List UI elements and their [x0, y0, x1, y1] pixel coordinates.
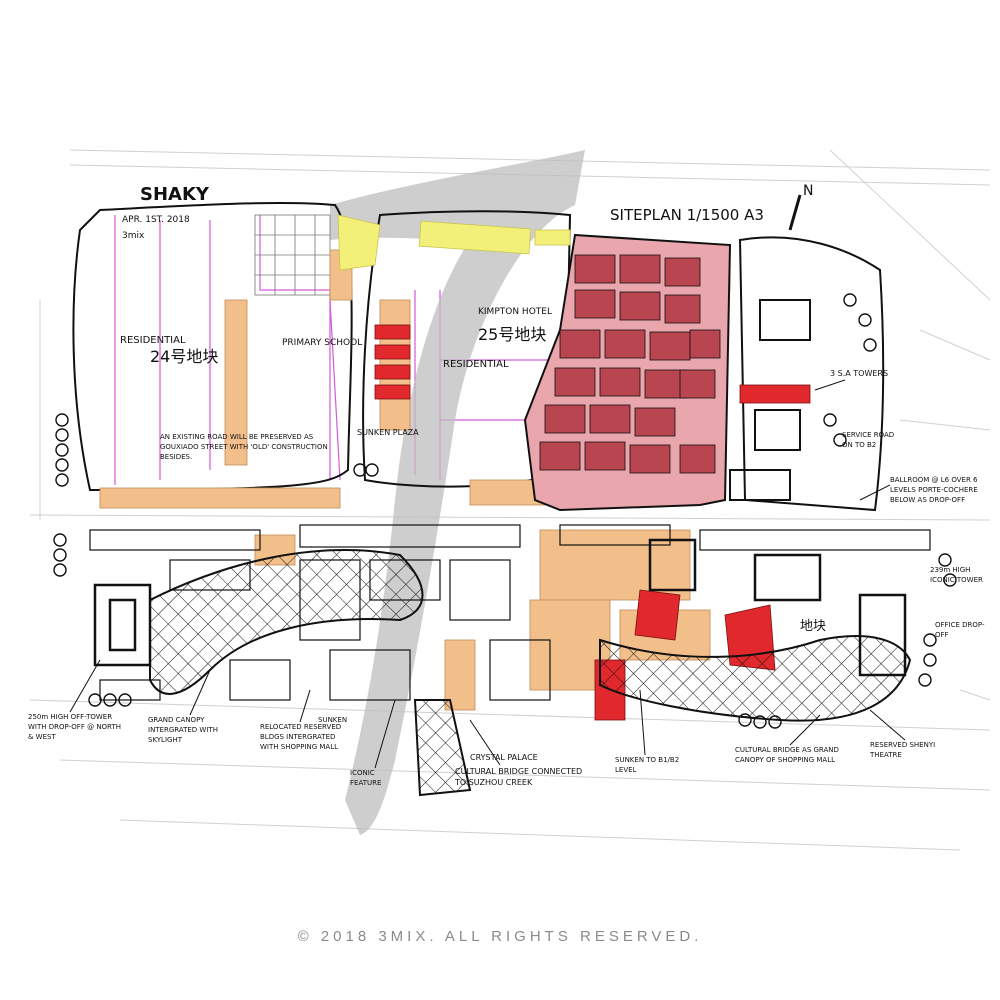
- label-lot24: 24号地块: [150, 347, 218, 366]
- school-grid: [254, 214, 331, 296]
- label-tower-250: 250m HIGH OFF-TOWER WITH DROP-OFF @ NORT…: [28, 713, 121, 741]
- label-sunken: SUNKEN: [318, 716, 347, 724]
- label-tower-239: 239m HIGH ICONIC TOWER: [930, 566, 983, 584]
- label-cultural-bridge-canopy: CULTURAL BRIDGE AS GRAND CANOPY OF SHOPP…: [735, 746, 839, 764]
- north-arrow: N: [788, 183, 813, 231]
- sheet-date: APR. 1ST. 2018: [122, 215, 190, 225]
- label-iconic-feature: ICONIC FEATURE: [350, 769, 382, 787]
- annotations: SHAKY APR. 1ST. 2018 3mix SITEPLAN 1/150…: [28, 184, 985, 787]
- label-lot25: 25号地块: [478, 325, 546, 344]
- label-residential-mid: RESIDENTIAL: [443, 359, 509, 370]
- label-relocated: RELOCATED RESERVED BLDGS INTERGRATED WIT…: [260, 723, 342, 751]
- label-sa-towers: 3 S.A TOWERS: [830, 369, 888, 378]
- label-crystal-palace: CRYSTAL PALACE: [470, 753, 538, 762]
- sheet-tool: 3mix: [122, 231, 145, 241]
- north-label: N: [803, 183, 813, 199]
- label-cultural-bridge-creek: CULTURAL BRIDGE CONNECTED TO SUZHOU CREE…: [455, 767, 583, 787]
- label-sunken-plaza: SUNKEN PLAZA: [357, 428, 419, 437]
- street-trees: [53, 293, 957, 729]
- sa-towers: [729, 299, 811, 501]
- label-grand-canopy: GRAND CANOPY INTERGRATED WITH SKYLIGHT: [148, 716, 218, 744]
- label-lot-block: 地块: [800, 619, 826, 634]
- label-office-dropoff: OFFICE DROP-OFF: [935, 621, 985, 639]
- label-existing-road: AN EXISTING ROAD WILL BE PRESERVED AS GO…: [160, 433, 328, 461]
- label-residential-left: RESIDENTIAL: [120, 335, 186, 346]
- grand-canopy: [149, 549, 912, 797]
- south-towers: [93, 538, 907, 677]
- copyright-footer: © 2018 3MIX. ALL RIGHTS RESERVED.: [297, 928, 703, 945]
- hotel-block: [523, 233, 732, 512]
- south-building-rows: [89, 524, 931, 701]
- label-theatre: RESERVED SHENYI THEATRE: [870, 741, 936, 759]
- label-ballroom: BALLROOM @ L6 OVER 6 LEVELS PORTE-COCHER…: [890, 476, 978, 504]
- label-sunken-b1b2: SUNKEN TO B1/B2 LEVEL: [615, 756, 680, 774]
- label-service-road: SERVICE ROAD ON TO B2: [842, 431, 895, 449]
- base-map-lines: [29, 149, 991, 851]
- label-kimpton: KIMPTON HOTEL: [478, 307, 552, 317]
- sheet-title: SHAKY: [140, 184, 210, 205]
- leader-lines: [69, 379, 906, 769]
- brush-logo: [330, 150, 585, 835]
- yellow-strips: [337, 214, 731, 291]
- plan-title: SITEPLAN 1/1500 A3: [610, 206, 764, 224]
- label-primary-school: PRIMARY SCHOOL: [282, 338, 362, 348]
- block-outlines: [72, 201, 885, 512]
